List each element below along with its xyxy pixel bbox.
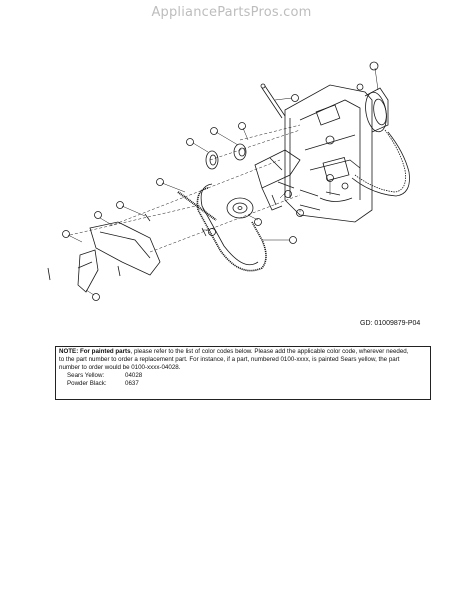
- drive-pulley: [226, 197, 254, 219]
- bracket-arm: [254, 149, 301, 211]
- note-line-1: NOTE: For painted parts, please refer to…: [59, 348, 427, 356]
- note-emphasis: For painted parts: [79, 348, 131, 355]
- color-name: Sears Yellow:: [67, 372, 105, 379]
- small-pulley: [205, 143, 247, 170]
- color-code-row: Sears Yellow: 04028: [67, 372, 427, 380]
- bolts: [47, 181, 341, 281]
- color-code-row: Powder Black: 0637: [67, 380, 427, 388]
- callout-bubbles: [62, 61, 379, 301]
- upper-belt: [354, 129, 406, 193]
- shaft-rod: [261, 87, 283, 119]
- color-name: Powder Black:: [67, 380, 107, 387]
- note-line-2: to the part number to order a replacemen…: [59, 356, 400, 363]
- watermark: AppliancePartsPros.com: [151, 5, 312, 20]
- drive-belt: [196, 183, 267, 272]
- color-code: 04028: [125, 372, 143, 379]
- upper-pulley: [356, 83, 389, 133]
- diagram-id: GD: 01009879-P04: [360, 320, 421, 327]
- color-code: 0637: [125, 380, 139, 387]
- guide-lines: [69, 124, 301, 253]
- note-line-3: number to order would be 0100-xxxx-04028…: [59, 364, 181, 371]
- note-label: NOTE:: [59, 348, 79, 355]
- painted-parts-note: NOTE: For painted parts, please refer to…: [55, 346, 431, 400]
- leader-lines: [67, 67, 379, 296]
- belt-cover: [77, 221, 161, 293]
- note-text-1: , please refer to the list of color code…: [130, 348, 409, 355]
- tension-spring: [177, 191, 217, 221]
- frame-housing: [284, 84, 373, 223]
